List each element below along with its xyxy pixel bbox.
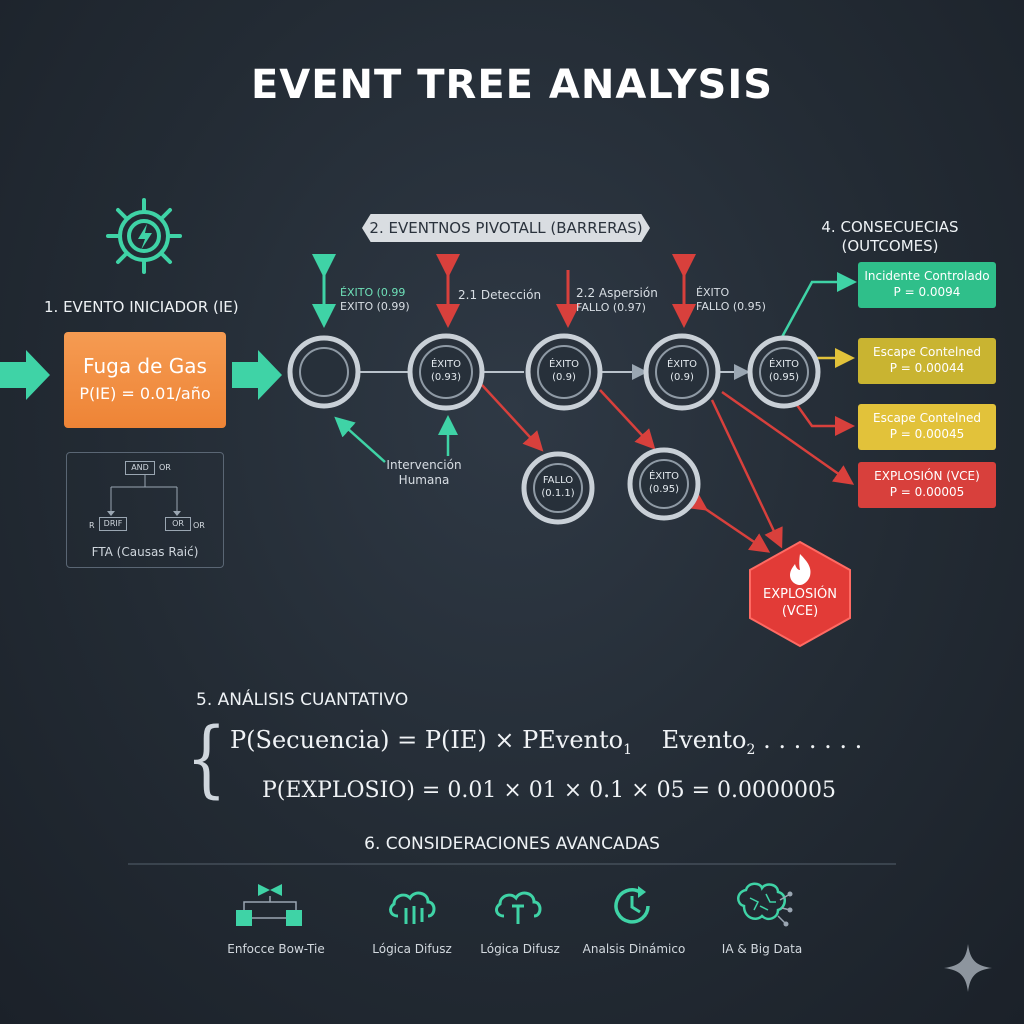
node-fail-1-label: FALLO (0.1.1) <box>541 475 575 499</box>
pivotal-label-a2: EXITO (0.99) <box>340 300 410 313</box>
cloud-fuzzy-icon <box>495 891 542 924</box>
page-title: EVENT TREE ANALYSIS <box>250 62 774 108</box>
initiator-box: Fuga de Gas P(IE) = 0.01/año <box>64 332 226 428</box>
formula-explosion: P(EXPLOSIO) = 0.01 × 01 × 0.1 × 05 = 0.0… <box>262 778 836 803</box>
outcome-explosion: EXPLOSIÓN (VCE) P = 0.00005 <box>858 462 996 508</box>
formula-general: P(Secuencia) = P(IE) × PEvento1 Evento2 … <box>230 726 863 758</box>
node-3-label: ÉXITO (0.9) <box>548 359 580 383</box>
pivotal-label-aspersion: 2.2 Aspersión <box>576 286 658 300</box>
human-intervention-line2: Humana <box>398 473 450 487</box>
node-4-label: ÉXITO (0.9) <box>666 359 698 383</box>
node-5-label: ÉXITO (0.95) <box>768 359 800 383</box>
failure-branch <box>710 399 783 549</box>
advanced-label-bowtie: Enfocce Bow-Tie <box>227 942 325 956</box>
quant-heading: 5. ANÁLISIS CUANTATIVO <box>196 690 409 710</box>
fta-gate-and: AND <box>125 461 155 475</box>
advanced-label-fuzzy-2: Lógica Difusz <box>480 942 560 956</box>
outcome-connector-controlled <box>774 272 857 349</box>
fta-gate-or-top: OR <box>159 463 171 472</box>
fta-panel: AND OR R DRIF OR OR FTA (Causas Raić) <box>66 452 224 568</box>
failure-branch <box>685 491 771 553</box>
pivotal-label-d2: FALLO (0.95) <box>696 300 766 313</box>
initiator-heading: 1. EVENTO INICIADOR (IE) <box>44 298 239 316</box>
pivotal-label-detection: 2.1 Detección <box>458 288 542 302</box>
pivotal-label-aspersion-fail: FALLO (0.97) <box>576 301 646 314</box>
node-fail-2-label: ÉXITO (0.95) <box>648 471 680 495</box>
fta-label: FTA (Causas Raić) <box>91 545 199 559</box>
advanced-label-ai: IA & Big Data <box>721 942 803 956</box>
fta-gate-or: OR <box>165 517 191 531</box>
fta-tree-lines <box>107 475 181 516</box>
outcome-connector-escape2 <box>790 397 855 436</box>
input-arrow-right <box>232 350 282 400</box>
outcome-escape-1: Escape Contelned P = 0.00044 <box>858 338 996 384</box>
human-arrow-teal <box>334 416 386 463</box>
outcome-escape-2: Escape Contelned P = 0.00045 <box>858 404 996 450</box>
node-2-label: ÉXITO (0.93) <box>430 359 462 383</box>
human-intervention-line1: Intervención <box>386 458 462 472</box>
advanced-label-dynamic: Analsis Dinámico <box>582 942 686 956</box>
brain-icon <box>737 882 793 927</box>
fta-gate-right: OR <box>193 521 205 530</box>
outcome-controlled: Incidente Controlado P = 0.0094 <box>858 262 996 308</box>
clock-icon <box>614 886 650 924</box>
fta-gate-left: DRIF <box>99 517 127 531</box>
initiator-probability: P(IE) = 0.01/año <box>79 384 211 403</box>
failure-branch <box>481 384 544 452</box>
gear-lightning-icon <box>106 198 182 274</box>
consequences-heading: 4. CONSECUECIAS (OUTCOMES) <box>821 218 959 255</box>
input-arrow-left <box>0 350 50 400</box>
sparkle-icon <box>944 944 992 992</box>
explosion-label: EXPLOSIÓN (VCE) <box>762 587 837 619</box>
bow-tie-icon <box>236 884 302 926</box>
advanced-heading: 6. CONSIDERACIONES AVANCADAS <box>364 834 660 854</box>
pivotal-label-a1: ÉXITO (0.99 <box>340 286 406 299</box>
pivotal-label-d1: ÉXITO <box>696 286 730 299</box>
brace: { <box>186 711 227 808</box>
fta-gate-left-prefix: R <box>89 521 95 530</box>
pivotal-banner: 2. EVENTNOS PIVOTALL (BARRERAS) <box>362 214 650 242</box>
cloud-fuzzy-icon <box>389 891 436 924</box>
failure-branch <box>599 389 656 450</box>
initiator-name: Fuga de Gas <box>83 354 207 378</box>
failure-branch <box>721 390 855 485</box>
advanced-label-fuzzy-1: Lógica Difusz <box>372 942 452 956</box>
